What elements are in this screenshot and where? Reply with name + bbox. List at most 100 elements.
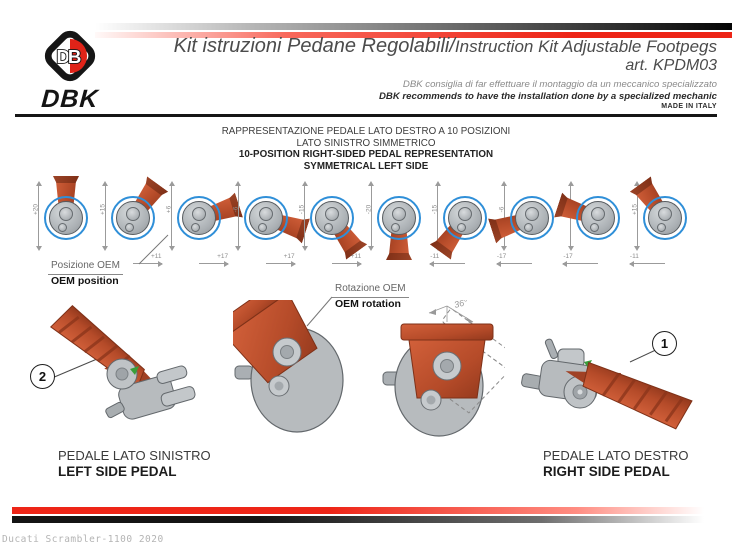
logo-red-halfdisc xyxy=(70,38,88,74)
arrow-right-icon xyxy=(562,260,568,267)
vertical-offset-label: -20 xyxy=(365,204,373,215)
horizontal-dimension: +11 xyxy=(132,253,163,268)
arrow-down-icon xyxy=(35,246,42,251)
oem-rotation-it: Rotazione OEM xyxy=(332,283,409,298)
vertical-dimension: +20 xyxy=(32,181,44,251)
rotation-circle xyxy=(509,196,554,240)
vertical-offset-label: +15 xyxy=(99,203,107,216)
rotation-circle xyxy=(576,196,621,240)
pedal-position-cell: -15 -11 xyxy=(429,170,495,272)
green-index-mark xyxy=(130,366,139,375)
arrow-right-icon xyxy=(357,260,363,267)
right-caption-it: PEDALE LATO DESTRO xyxy=(543,448,689,463)
arrow-right-icon xyxy=(157,260,163,267)
horizontal-offset-label: +17 xyxy=(217,253,229,260)
oem-rotation-en: OEM rotation xyxy=(335,297,401,310)
article-code: art. KPDM03 xyxy=(625,57,717,74)
rotation-circle xyxy=(44,196,88,240)
horizontal-dimension: +17 xyxy=(199,253,230,268)
top-red-stripe xyxy=(95,32,732,38)
top-gray-stripe xyxy=(95,23,732,30)
horizontal-offset-label: -17 xyxy=(563,253,573,260)
horizontal-offset-label: -17 xyxy=(496,253,507,260)
left-caption-en: LEFT SIDE PEDAL xyxy=(58,464,177,480)
positions-row: +20 +15 +11 xyxy=(30,170,695,272)
callout-1: 1 xyxy=(652,331,677,356)
right-pedal-illustration xyxy=(521,338,693,430)
oem-rotation-label: Rotazione OEM OEM rotation xyxy=(332,283,409,311)
arrow-down-icon xyxy=(102,246,109,251)
rotation-circle xyxy=(110,196,155,240)
vertical-dimension: -20 xyxy=(365,181,377,251)
title-italian: Kit istruzioni Pedane Regolabili/ xyxy=(173,35,455,57)
arrow-right-icon xyxy=(495,260,501,267)
oem-position-it: Posizione OEM xyxy=(48,260,123,275)
vertical-dimension: +15 xyxy=(99,181,111,251)
right-pedal-caption: PEDALE LATO DESTRO RIGHT SIDE PEDAL xyxy=(543,448,688,481)
arrow-up-icon xyxy=(501,181,508,186)
rotation-circle xyxy=(177,196,222,240)
right-footpeg xyxy=(565,361,693,430)
arrow-down-icon xyxy=(501,246,508,251)
callout-2: 2 xyxy=(30,364,55,389)
document-title: Kit istruzioni Pedane Regolabili/Instruc… xyxy=(174,36,717,57)
vertical-offset-label: +6 xyxy=(165,205,173,214)
pedal-position-cell: +15 -11 xyxy=(628,170,695,272)
pedal-position-cell: +6 -17 xyxy=(562,170,628,272)
arrow-right-icon xyxy=(429,260,435,267)
mount-upright: 36° xyxy=(382,300,505,437)
arrow-down-icon xyxy=(634,246,641,251)
horizontal-offset-label: +11 xyxy=(350,253,362,260)
vertical-dimension: +15 xyxy=(631,181,643,251)
horizontal-dimension: +11 xyxy=(332,253,363,268)
left-pedal-illustration xyxy=(49,305,196,420)
horizontal-offset-label: +11 xyxy=(151,253,162,260)
rotation-step-label: 36° xyxy=(453,300,469,310)
vertical-offset-label: +15 xyxy=(631,203,639,216)
pedal-position-cell: -15 +11 xyxy=(296,170,362,272)
arrow-up-icon xyxy=(102,181,109,186)
horizontal-dimension: -17 xyxy=(562,253,599,268)
advice-english: DBK recommends to have the installation … xyxy=(378,90,717,102)
made-in-italy-label: MADE IN ITALY xyxy=(661,103,717,111)
oem-rotation-leader xyxy=(306,296,333,327)
arrow-down-icon xyxy=(235,246,242,251)
rotation-circle xyxy=(443,196,488,240)
oem-position-en: OEM position xyxy=(51,274,119,287)
callout-2-leader xyxy=(51,358,98,379)
heading-en-line1: 10-POSITION RIGHT-SIDED PEDAL REPRESENTA… xyxy=(238,149,494,161)
pedal-position-cell: +15 +11 xyxy=(97,170,163,272)
vertical-offset-label: +20 xyxy=(32,203,40,216)
title-block: Kit istruzioni Pedane Regolabili/Instruc… xyxy=(174,36,717,111)
pedal-position-cell: -20 xyxy=(363,170,429,272)
arrow-up-icon xyxy=(35,181,42,186)
dbk-logo: D B DBK xyxy=(22,26,118,113)
pedal-position-cell: +20 xyxy=(30,170,96,272)
arrow-down-icon xyxy=(301,246,308,251)
bottom-black-stripe xyxy=(12,516,718,523)
horizontal-dimension: -17 xyxy=(495,253,532,268)
horizontal-offset-label: -11 xyxy=(629,253,639,260)
title-english: Instruction Kit Adjustable Footpegs xyxy=(454,37,717,56)
vertical-offset-label: -6 xyxy=(232,206,240,213)
left-clevis-mount xyxy=(105,358,196,420)
arrow-down-icon xyxy=(168,246,175,251)
pedal-position-cell: -6 +17 xyxy=(230,170,296,272)
left-pedal-caption: PEDALE LATO SINISTRO LEFT SIDE PEDAL xyxy=(58,448,211,481)
arrow-right-icon xyxy=(224,260,230,267)
left-caption-it: PEDALE LATO SINISTRO xyxy=(58,448,211,463)
arrow-up-icon xyxy=(368,181,375,186)
oem-rotation-illustration: 36° xyxy=(233,300,505,437)
brand-wordmark: DBK xyxy=(40,85,100,113)
mount-tilted xyxy=(233,300,344,433)
horizontal-dimension: -11 xyxy=(429,253,466,268)
arrow-right-icon xyxy=(628,260,634,267)
arrow-up-icon xyxy=(168,181,175,186)
arrow-up-icon xyxy=(301,181,308,186)
horizontal-dimension: +17 xyxy=(265,253,296,268)
right-caption-en: RIGHT SIDE PEDAL xyxy=(543,464,670,480)
arrow-up-icon xyxy=(634,181,641,186)
vertical-dimension: -15 xyxy=(298,181,310,251)
arrow-down-icon xyxy=(368,246,375,251)
